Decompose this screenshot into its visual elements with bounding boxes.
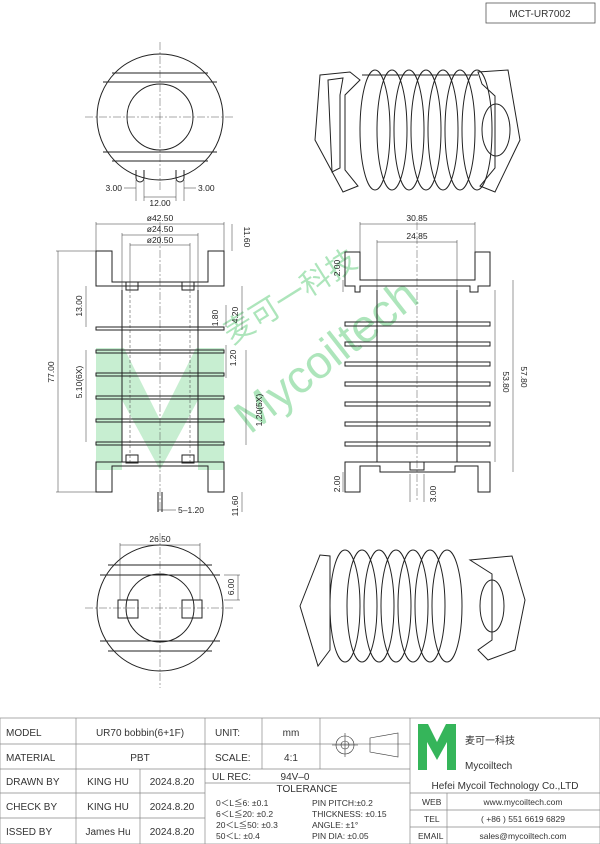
dim-front-upper-gap: 13.00 — [74, 295, 84, 317]
watermark-logo-icon — [96, 348, 224, 470]
tol-thickness: THICKNESS: ±0.15 — [312, 809, 387, 819]
web-value[interactable]: www.mycoiltech.com — [483, 797, 563, 807]
ul-label: UL REC: — [212, 772, 251, 783]
dim-front-d-outer: ø42.50 — [147, 213, 174, 223]
dim-front-d-inner: ø20.50 — [147, 235, 174, 245]
tol-2: 6＜L≦20: ±0.2 — [216, 809, 273, 819]
drawn-label: DRAWN BY — [6, 777, 60, 788]
projection-symbol-icon — [332, 732, 399, 758]
tel-value: ( +86 ) 551 6619 6829 — [481, 814, 565, 824]
tol-pitch: PIN PITCH:±0.2 — [312, 798, 373, 808]
dim-side-outer-height: 57.80 — [519, 366, 529, 388]
side-fins — [344, 321, 491, 447]
model-value: UR70 bobbin(6+1F) — [96, 728, 184, 739]
dim-top-left-slot: 3.00 — [105, 183, 122, 193]
dim-top-width: 12.00 — [149, 198, 171, 208]
dim-side-inner-width: 24.85 — [406, 231, 428, 241]
model-label: MODEL — [6, 728, 42, 739]
web-label: WEB — [422, 797, 442, 807]
dim-front-fin-gap: 1.20 — [228, 349, 238, 366]
watermark: 麦可一科技 Mycoiltech — [96, 243, 427, 470]
dim-front-top-flange: 11.60 — [242, 227, 252, 248]
dim-front-d-mid: ø24.50 — [147, 224, 174, 234]
issued-label: ISSED BY — [6, 827, 52, 838]
side-view: 30.85 24.85 2.00 53.80 57.80 2.00 3.00 — [332, 213, 529, 502]
dim-bottom-width: 26.50 — [149, 534, 171, 544]
issued-name: James Hu — [85, 827, 130, 838]
company-full: Hefei Mycoil Technology Co.,LTD — [432, 781, 579, 792]
front-view: ø42.50 ø24.50 ø20.50 11.60 1.80 4.20 1.2… — [46, 213, 264, 516]
isometric-view-bottom — [299, 549, 526, 668]
dim-front-fin-pitch: 1.20(5X) — [254, 394, 264, 427]
company-logo-icon — [418, 724, 456, 770]
check-name: KING HU — [87, 802, 129, 813]
title-block: MODEL UR70 bobbin(6+1F) MATERIAL PBT DRA… — [0, 717, 600, 844]
tol-4: 50＜L: ±0.4 — [216, 831, 260, 841]
dim-front-overall-height: 77.00 — [46, 361, 56, 383]
dim-top-right-slot: 3.00 — [198, 183, 215, 193]
ul-value: 94V–0 — [281, 772, 310, 783]
tol-angle: ANGLE: ±1° — [312, 820, 358, 830]
bottom-view: 26.50 6.00 — [85, 533, 240, 688]
drawn-name: KING HU — [87, 777, 129, 788]
dim-bottom-height: 6.00 — [226, 578, 236, 595]
company-en: Mycoiltech — [465, 761, 512, 772]
tol-3: 20＜L≦50: ±0.3 — [216, 820, 278, 830]
drawn-date: 2024.8.20 — [150, 777, 195, 788]
check-date: 2024.8.20 — [150, 802, 195, 813]
scale-label: SCALE: — [215, 753, 251, 764]
tel-label: TEL — [424, 814, 440, 824]
dim-front-pin: 5–1.20 — [178, 505, 204, 515]
unit-value: mm — [283, 728, 300, 739]
company-cn: 麦可一科技 — [465, 734, 515, 747]
tol-pin-dia: PIN DIA: ±0.05 — [312, 831, 369, 841]
isometric-view-top — [314, 69, 521, 193]
material-value: PBT — [130, 753, 149, 764]
tol-1: 0＜L≦6: ±0.1 — [216, 798, 269, 808]
dim-side-bottom-step: 2.00 — [332, 475, 342, 492]
dim-side-inner-height: 53.80 — [501, 371, 511, 393]
tolerance-title: TOLERANCE — [277, 784, 338, 795]
issued-date: 2024.8.20 — [150, 827, 195, 838]
material-label: MATERIAL — [6, 753, 56, 764]
dim-front-upper-step: 4.20 — [230, 306, 240, 323]
scale-value: 4:1 — [284, 753, 298, 764]
dim-front-bottom-flange: 11.60 — [230, 495, 240, 516]
dim-front-fin-thickness: 1.80 — [210, 309, 220, 326]
email-value[interactable]: sales@mycoiltech.com — [479, 831, 566, 841]
check-label: CHECK BY — [6, 802, 57, 813]
drawing-number-box: MCT-UR7002 — [485, 2, 596, 24]
email-label: EMAIL — [418, 831, 444, 841]
dim-side-pin-width: 3.00 — [428, 485, 438, 502]
unit-label: UNIT: — [215, 728, 240, 739]
dim-side-top-width: 30.85 — [406, 213, 428, 223]
top-view: 3.00 12.00 3.00 — [85, 42, 235, 208]
drawing-number: MCT-UR7002 — [509, 9, 571, 20]
dim-front-pitch: 5.10(6X) — [74, 366, 84, 399]
dim-side-top-step: 2.00 — [332, 259, 342, 276]
